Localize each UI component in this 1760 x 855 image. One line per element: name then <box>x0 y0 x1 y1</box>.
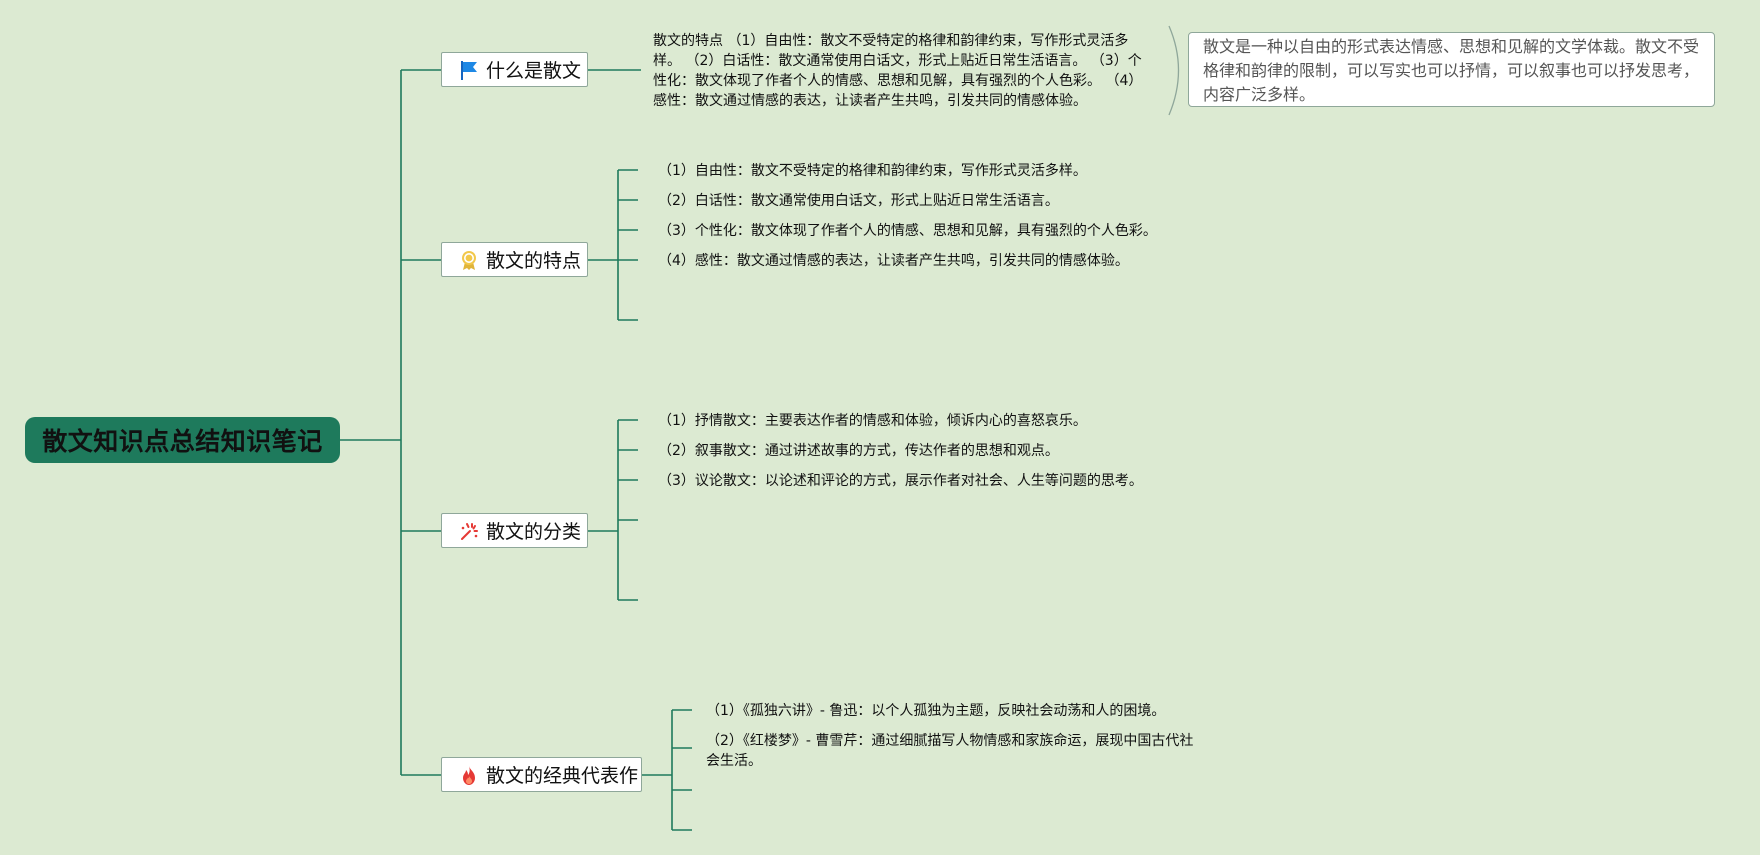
branch-label: 散文的特点 <box>486 250 582 272</box>
list-item: （1）自由性：散文不受特定的格律和韵律约束，写作形式灵活多样。 <box>658 163 1087 179</box>
branch2-leaf-connectors <box>588 169 638 321</box>
branch3-leaf-connectors <box>588 419 638 601</box>
root-title: 散文知识点总结知识笔记 <box>42 427 323 456</box>
list-item: （3）个性化：散文体现了作者个人的情感、思想和见解，具有强烈的个人色彩。 <box>658 223 1157 239</box>
branch-label: 什么是散文 <box>486 60 582 82</box>
list-item: （4）感性：散文通过情感的表达，让读者产生共鸣，引发共同的情感体验。 <box>658 253 1129 269</box>
branch4-leaf-connectors <box>642 709 692 831</box>
root-topic[interactable]: 散文知识点总结知识笔记 <box>25 417 340 463</box>
branch-label: 散文的经典代表作 <box>486 765 639 787</box>
branch-label: 散文的分类 <box>486 521 582 543</box>
list-item: （2）白话性：散文通常使用白话文，形式上贴近日常生活语言。 <box>658 193 1059 209</box>
list-item: （1）《孤独六讲》- 鲁迅：以个人孤独为主题，反映社会动荡和人的困境。 <box>706 703 1166 719</box>
branch-prose-features[interactable]: 散文的特点 <box>441 242 588 277</box>
summary-text: 散文是一种以自由的形式表达情感、思想和见解的文学体裁。散文不受格律和韵律的限制，… <box>1203 37 1700 104</box>
branch-prose-types[interactable]: 散文的分类 <box>441 513 588 548</box>
list-item: （1）抒情散文：主要表达作者的情感和体验，倾诉内心的喜怒哀乐。 <box>658 413 1087 429</box>
branch-classic-works[interactable]: 散文的经典代表作 <box>441 757 642 792</box>
fire-icon <box>458 764 480 786</box>
branch-what-is-prose[interactable]: 什么是散文 <box>441 52 588 87</box>
flag-icon <box>458 59 480 81</box>
list-item: （2）《红楼梦》- 曹雪芹：通过细腻描写人物情感和家族命运，展现中国古代社会生活… <box>706 733 1194 769</box>
list-item: （3）议论散文：以论述和评论的方式，展示作者对社会、人生等问题的思考。 <box>658 473 1143 489</box>
list-item: （2）叙事散文：通过讲述故事的方式，传达作者的思想和观点。 <box>658 443 1059 459</box>
award-medal-icon <box>458 249 480 271</box>
fireworks-icon <box>458 520 480 542</box>
prose-features-paragraph: 散文的特点 （1）自由性：散文不受特定的格律和韵律约束，写作形式灵活多样。 （2… <box>653 33 1143 109</box>
summary-bracket <box>1168 25 1180 116</box>
summary-note: 散文是一种以自由的形式表达情感、思想和见解的文学体裁。散文不受格律和韵律的限制，… <box>1188 32 1715 107</box>
